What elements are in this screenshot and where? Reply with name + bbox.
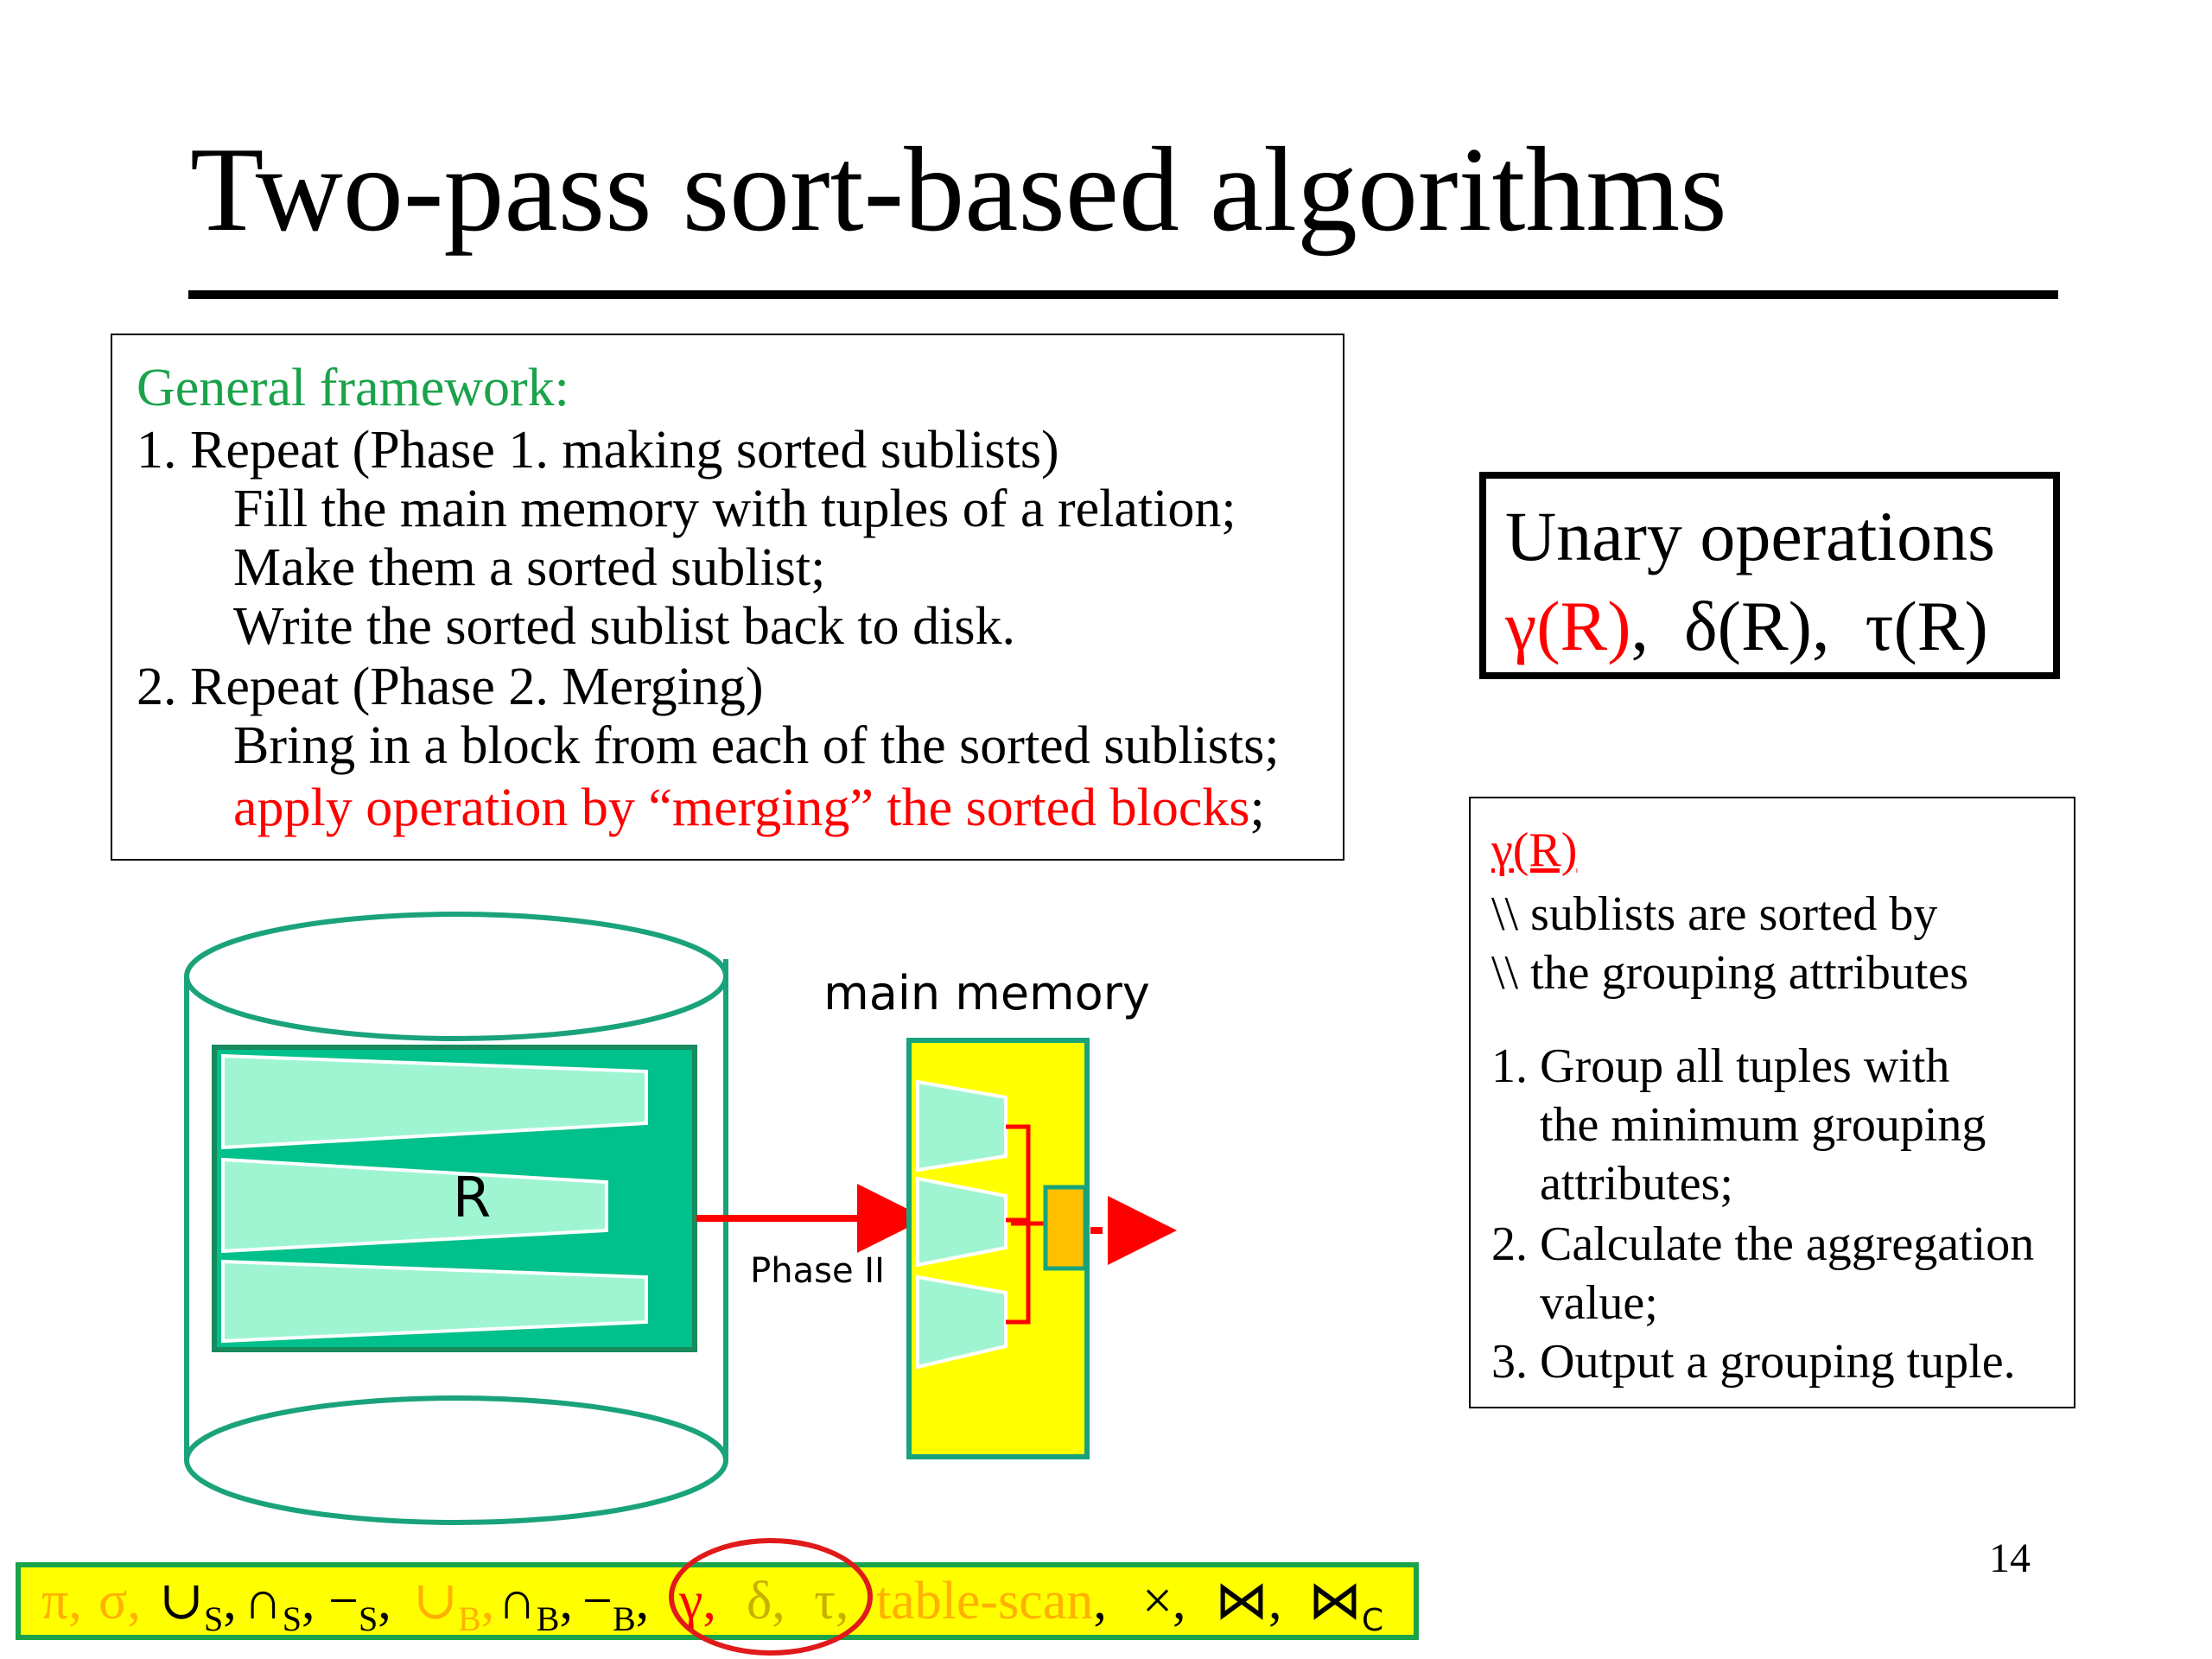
disk-cylinder (184, 912, 728, 1525)
framework-box: General framework: 1. Repeat (Phase 1. m… (111, 334, 1344, 861)
op-pi: π, (41, 1572, 82, 1630)
highlight-circle (669, 1538, 873, 1656)
op-union-bag: ∪B, (413, 1572, 495, 1638)
main-memory-label: main memory (823, 966, 1150, 1020)
framework-line: Make them a sorted sublist; (233, 538, 826, 597)
merge-diagram: R Phase II main memory (184, 912, 1177, 1525)
framework-line: Fill the main memory with tuples of a re… (233, 480, 1236, 538)
memory-block (916, 1079, 1007, 1173)
gamma-step: value; (1540, 1276, 1658, 1330)
unary-op-delta: δ(R), (1684, 587, 1830, 665)
unary-operations-box: Unary operations γ(R), δ(R), τ(R) (1479, 472, 2060, 679)
unary-separator: , (1630, 587, 1649, 665)
gamma-description-box: γ(R) \\ sublists are sorted by \\ the gr… (1469, 797, 2075, 1408)
gamma-step: the minimum grouping (1540, 1098, 1986, 1152)
gamma-step: 1. Group all tuples with (1491, 1039, 1950, 1093)
merge-bracket (1006, 1124, 1046, 1325)
sorted-sublist (221, 1259, 648, 1344)
page-number: 14 (1989, 1535, 2031, 1581)
slide-title: Two-pass sort-based algorithms (190, 123, 1727, 257)
framework-last-line: apply operation by “merging” the sorted … (233, 781, 1265, 835)
gamma-step: 2. Calculate the aggregation (1491, 1217, 2035, 1271)
framework-heading: General framework: (137, 359, 569, 417)
op-table-scan: table-scan, (876, 1572, 1107, 1630)
op-natural-join: ⋈, (1215, 1572, 1282, 1630)
unary-ops: γ(R), δ(R), τ(R) (1505, 591, 1988, 662)
op-cross-product: ×, (1142, 1572, 1186, 1630)
gamma-step: 3. Output a grouping tuple. (1491, 1335, 2016, 1389)
phase-label: Phase II (750, 1251, 885, 1291)
framework-last-line-end: ; (1249, 779, 1265, 837)
op-intersect-bag: ∩B, (498, 1572, 573, 1638)
memory-block (916, 1176, 1007, 1268)
op-difference-bag: −B, (582, 1572, 650, 1638)
merging-highlight: apply operation by “merging” the sorted … (233, 779, 1250, 837)
gamma-step: attributes; (1540, 1157, 1733, 1211)
sorted-sublist (221, 1053, 648, 1150)
gamma-heading: γ(R) (1491, 823, 1578, 877)
output-block (1043, 1185, 1088, 1271)
unary-op-gamma: γ(R) (1505, 587, 1631, 665)
framework-line: 2. Repeat (Phase 2. Merging) (137, 658, 764, 716)
gamma-comment: \\ the grouping attributes (1491, 946, 1969, 1000)
unary-op-tau: τ(R) (1865, 587, 1988, 665)
framework-line: Write the sorted sublist back to disk. (233, 597, 1015, 656)
unary-title: Unary operations (1505, 497, 1995, 575)
op-theta-join: ⋈C (1308, 1572, 1384, 1638)
gamma-comment: \\ sublists are sorted by (1491, 887, 1938, 941)
framework-line: Bring in a block from each of the sorted… (233, 716, 1280, 775)
framework-line: 1. Repeat (Phase 1. making sorted sublis… (137, 421, 1059, 480)
op-intersect-set: ∩S, (244, 1572, 315, 1638)
op-sigma: σ, (99, 1572, 141, 1630)
op-difference-set: −S, (328, 1572, 391, 1638)
title-underline (188, 290, 2058, 299)
op-union-set: ∪S, (159, 1572, 237, 1638)
memory-block (916, 1274, 1007, 1370)
relation-label: R (453, 1166, 491, 1230)
sorted-sublist (221, 1157, 608, 1254)
